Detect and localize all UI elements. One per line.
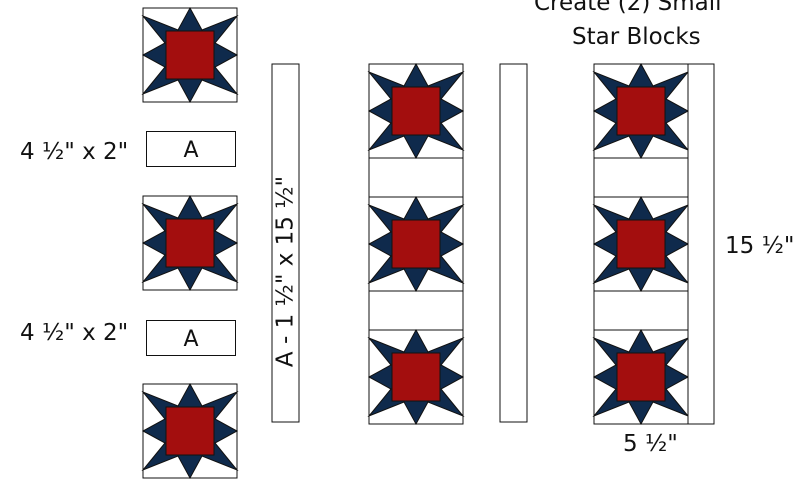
width-dimension-label: 5 ½" (623, 433, 678, 456)
strip-a-letter-2: A (147, 329, 235, 351)
star-block-left-1 (143, 8, 237, 102)
star-block-left-2 (143, 196, 237, 290)
height-dimension-label: 15 ½" (725, 235, 794, 258)
star-block-left-3 (143, 384, 237, 478)
assembled-column-middle (369, 64, 463, 424)
assembled-column-right (594, 64, 714, 424)
strip-a-size-label-2: 4 ½" x 2" (20, 322, 128, 345)
title-line1: Create (2) Small (534, 0, 722, 15)
title-line2: Star Blocks (572, 26, 701, 49)
strip-a-2: A (146, 320, 236, 356)
sash-strip-label: A - 1 ½" x 15 ½" (275, 142, 298, 402)
strip-a-letter-1: A (147, 140, 235, 162)
strip-a-1: A (146, 131, 236, 167)
strip-a-size-label-1: 4 ½" x 2" (20, 141, 128, 164)
strip-right-single (500, 64, 527, 422)
